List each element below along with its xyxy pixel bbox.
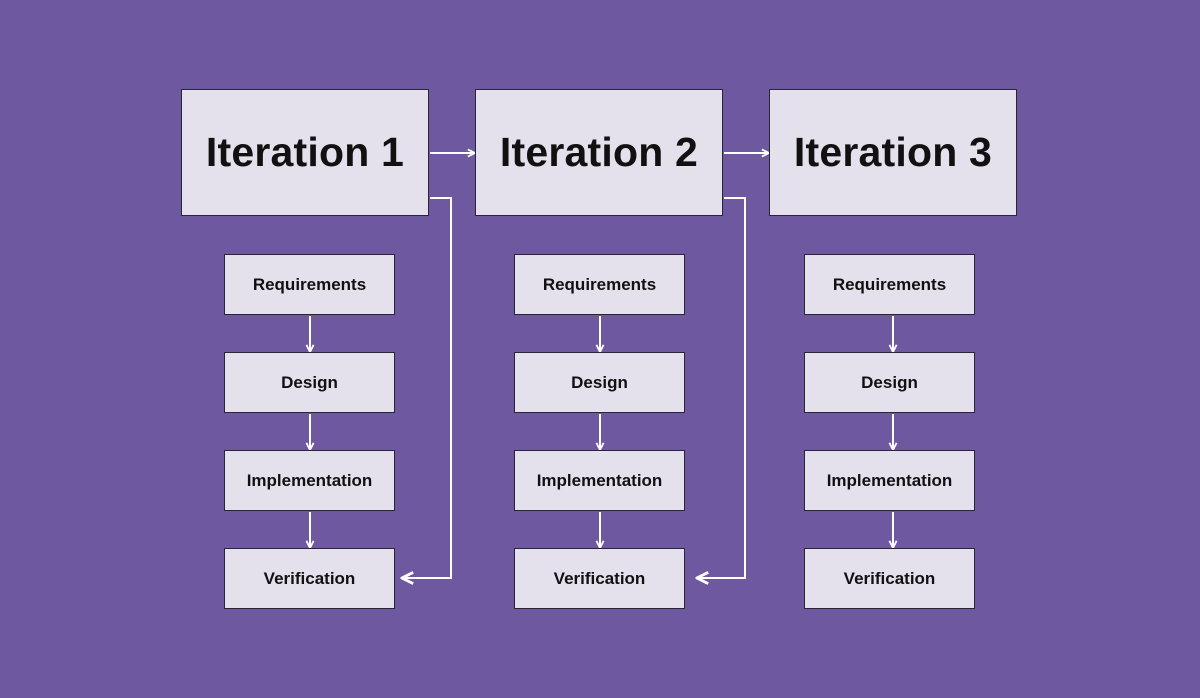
step-label: Implementation	[246, 470, 373, 490]
iteration-1-step-implementation: Implementation	[224, 450, 395, 511]
step-label: Implementation	[536, 470, 663, 490]
iteration-3-step-requirements: Requirements	[804, 254, 975, 315]
step-label: Design	[571, 372, 628, 392]
arrow-iteration2-to-verification	[697, 197, 746, 578]
step-label: Requirements	[252, 274, 367, 294]
arrow-iteration1-to-verification	[402, 197, 452, 578]
iteration-2-step-verification: Verification	[514, 548, 685, 609]
iteration-3-step-design: Design	[804, 352, 975, 413]
iteration-1-step-requirements: Requirements	[224, 254, 395, 315]
iteration-2-step-implementation: Implementation	[514, 450, 685, 511]
step-label: Design	[861, 372, 918, 392]
step-label: Verification	[553, 568, 646, 588]
iteration-1-box: Iteration 1	[181, 89, 429, 216]
iteration-1-step-design: Design	[224, 352, 395, 413]
iteration-2-step-design: Design	[514, 352, 685, 413]
step-label: Requirements	[832, 274, 947, 294]
step-label: Verification	[263, 568, 356, 588]
iteration-2-title: Iteration 2	[499, 129, 699, 175]
step-label: Implementation	[826, 470, 953, 490]
iteration-3-title: Iteration 3	[793, 129, 993, 175]
step-label: Design	[281, 372, 338, 392]
iteration-1-title: Iteration 1	[205, 129, 405, 175]
step-label: Verification	[843, 568, 936, 588]
iteration-3-box: Iteration 3	[769, 89, 1017, 216]
iteration-2-step-requirements: Requirements	[514, 254, 685, 315]
iteration-2-box: Iteration 2	[475, 89, 723, 216]
iteration-3-step-implementation: Implementation	[804, 450, 975, 511]
iteration-3-step-verification: Verification	[804, 548, 975, 609]
iteration-1-step-verification: Verification	[224, 548, 395, 609]
step-label: Requirements	[542, 274, 657, 294]
